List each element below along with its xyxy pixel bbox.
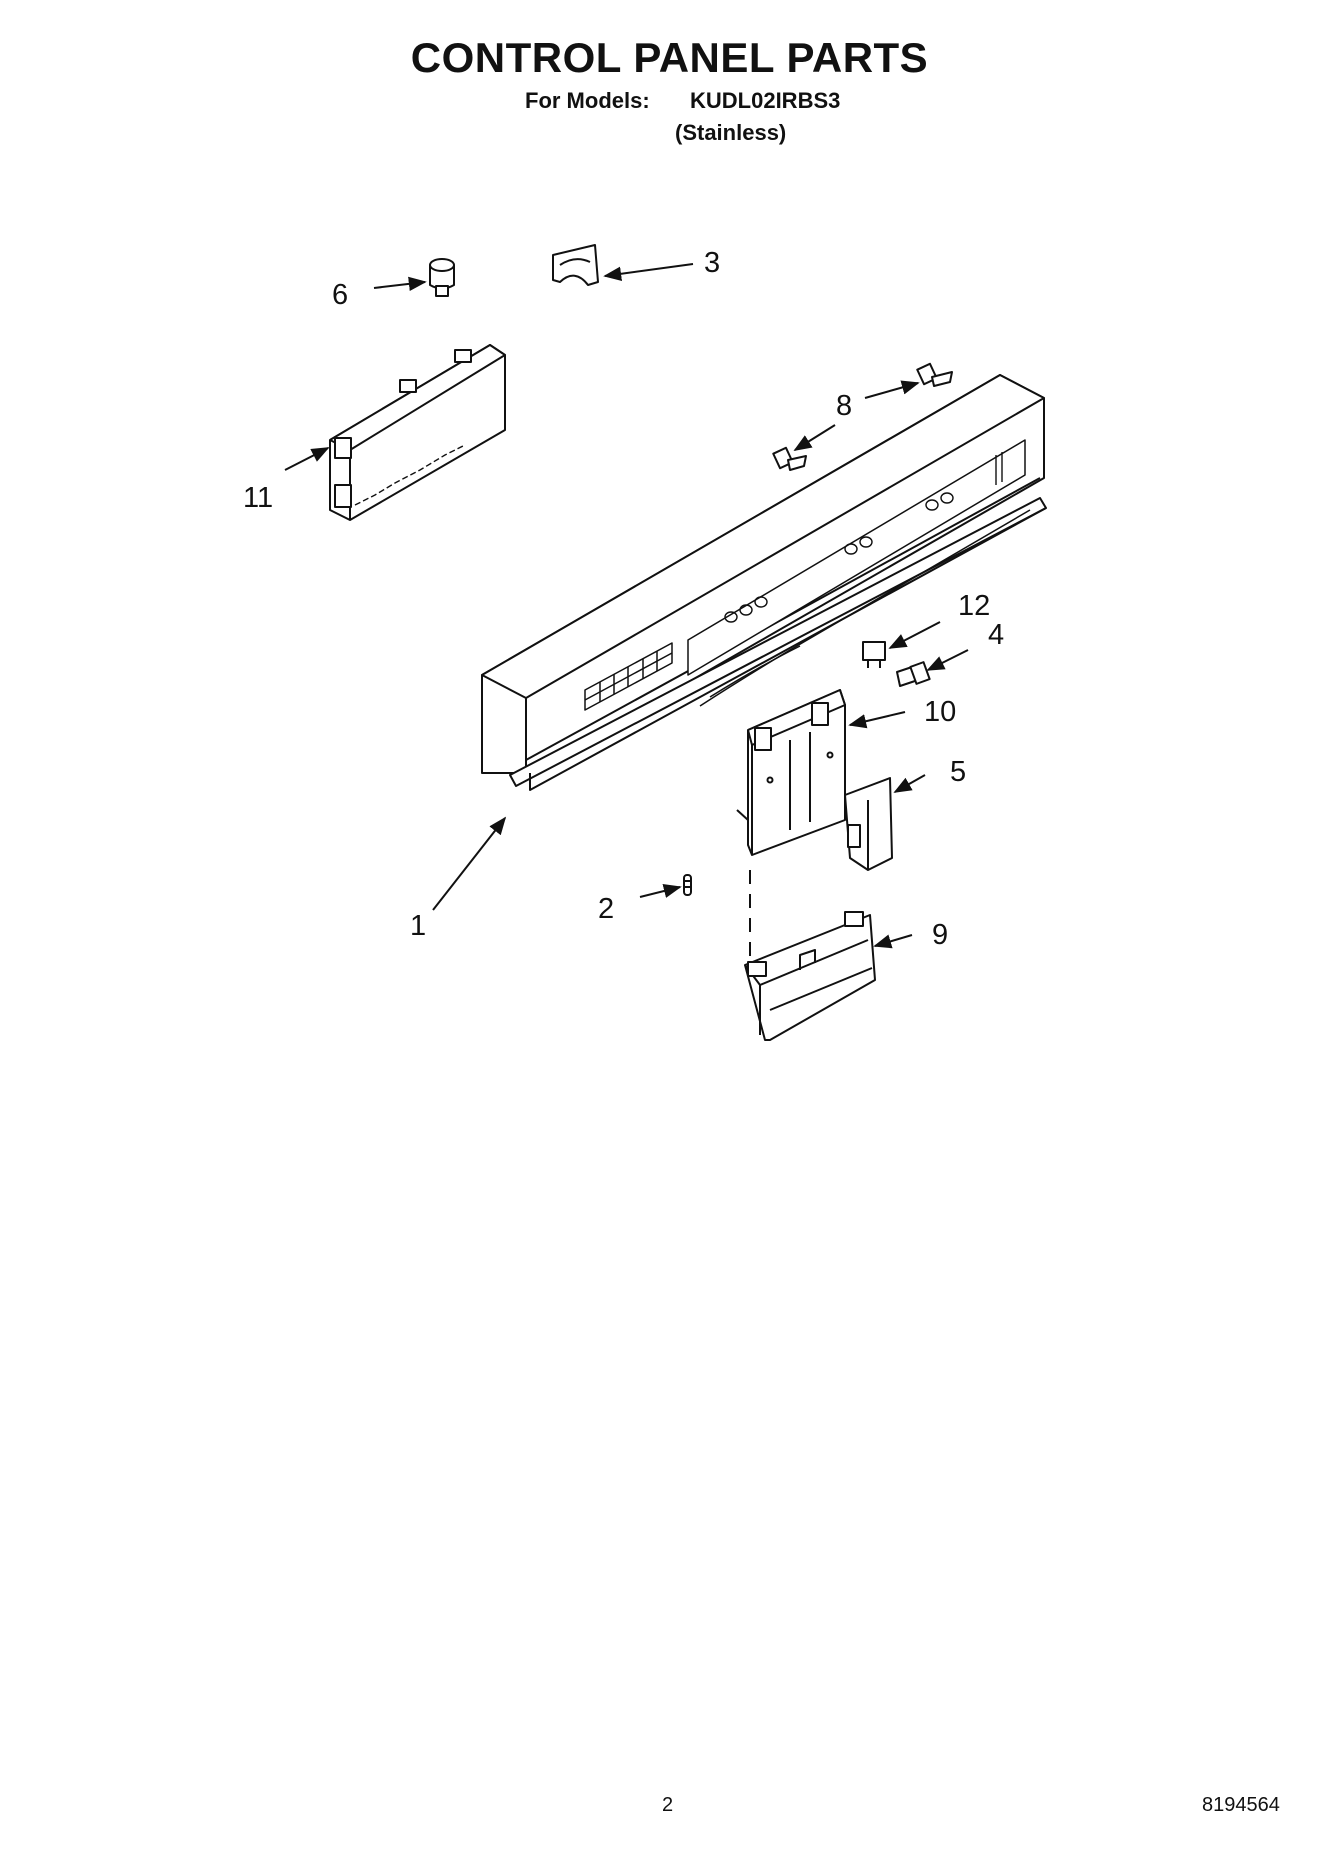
part-9-lower-bracket [744, 911, 876, 1041]
leader-10 [848, 711, 906, 729]
page-number: 2 [662, 1794, 674, 1816]
callout-10: 10 [924, 696, 956, 728]
part-3-clip [552, 244, 599, 286]
part-8-screw-upper [916, 362, 953, 387]
finish-label: (Stainless) [675, 120, 787, 145]
callout-9: 9 [932, 919, 948, 951]
callout-5: 5 [950, 756, 966, 788]
panel-buttons [724, 452, 1003, 623]
page-title: CONTROL PANEL PARTS [410, 34, 929, 81]
part-8-screw-lower [772, 446, 807, 471]
leader-12 [888, 621, 941, 649]
part-6-cap [429, 258, 455, 297]
callout-2: 2 [598, 893, 614, 925]
part-11-control-board [329, 344, 506, 521]
part-12-switch [862, 641, 886, 668]
model-number: KUDL02IRBS3 [690, 88, 841, 113]
leader-8-lower [793, 424, 836, 451]
callout-1: 1 [410, 910, 426, 942]
leader-11 [284, 447, 330, 471]
callout-6: 6 [332, 279, 348, 311]
leader-1 [432, 816, 507, 911]
callout-12: 12 [958, 590, 990, 622]
callout-4: 4 [988, 619, 1004, 651]
leader-2 [639, 883, 682, 898]
callout-11: 11 [243, 482, 273, 514]
leader-8-upper [864, 380, 920, 399]
models-label: For Models: [525, 88, 650, 113]
leader-3 [603, 263, 694, 281]
panel-keypad [584, 642, 673, 711]
leader-4 [926, 649, 969, 671]
part-2-pin [683, 874, 692, 896]
part-5-side-clip [844, 777, 893, 871]
leader-9 [873, 934, 913, 949]
part-1-control-panel [481, 374, 1047, 791]
part-4-screw [896, 661, 931, 687]
part-10-bracket [736, 689, 846, 856]
leader-5 [893, 774, 926, 793]
leader-6 [373, 276, 427, 292]
callout-8: 8 [836, 390, 852, 422]
document-number: 8194564 [1202, 1794, 1280, 1816]
callout-3: 3 [704, 247, 720, 279]
